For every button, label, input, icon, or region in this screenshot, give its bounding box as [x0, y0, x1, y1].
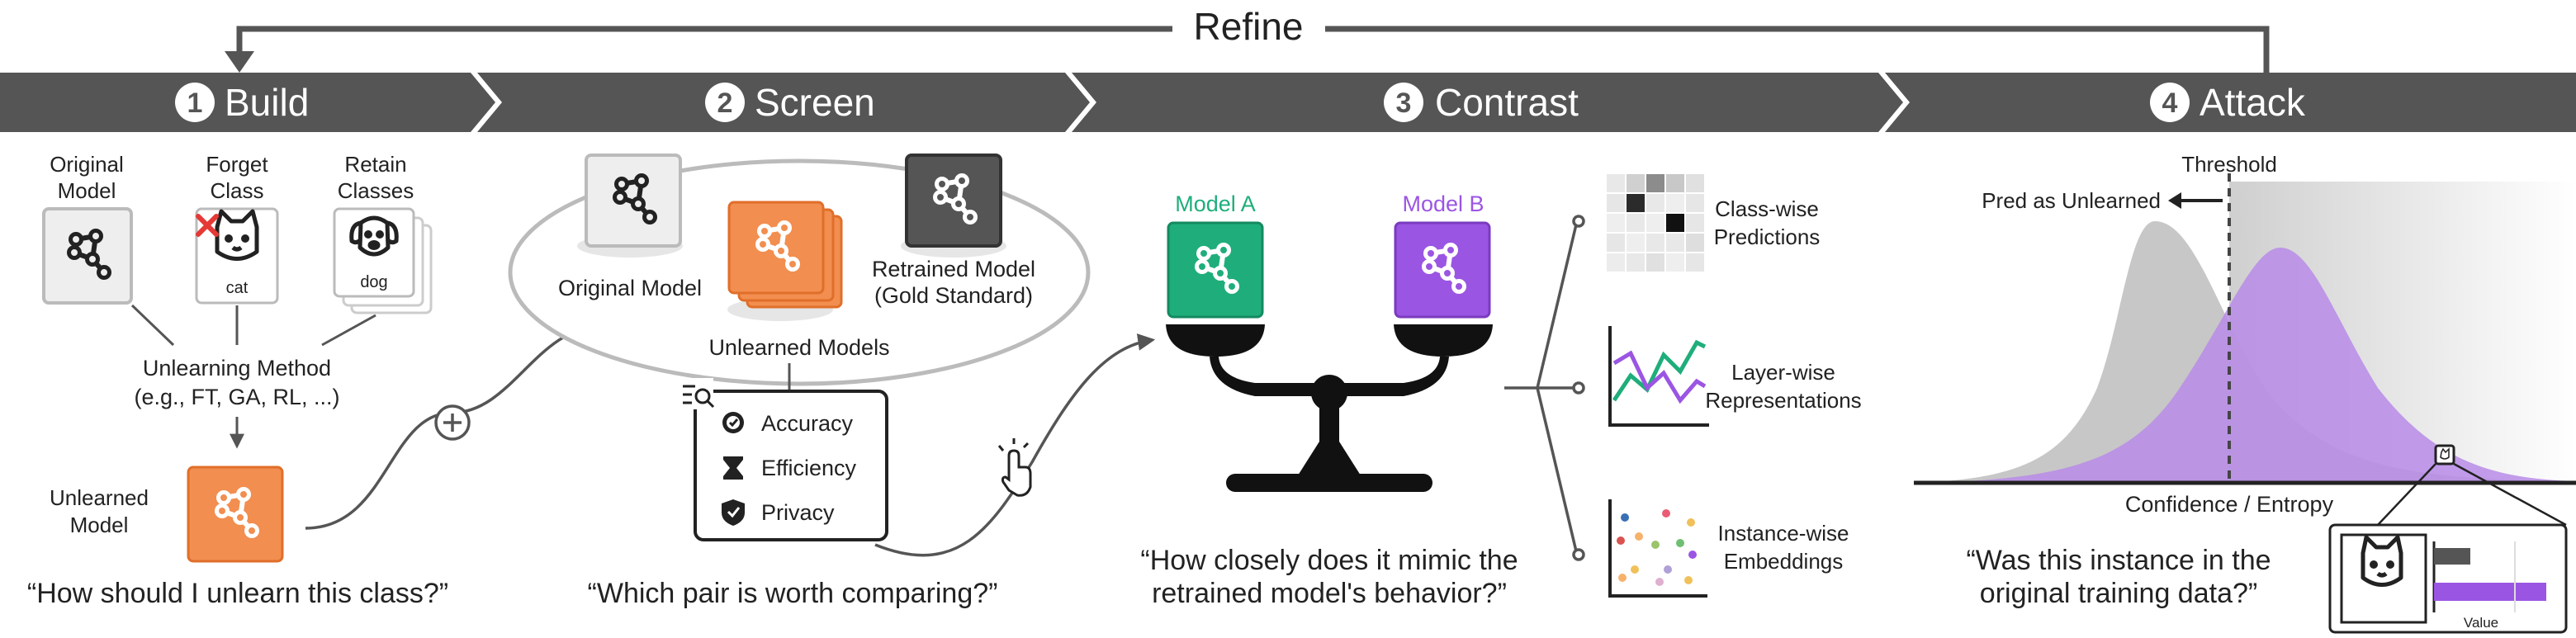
attack-x-label: Confidence / Entropy	[2125, 492, 2334, 517]
model-b-label: Model B	[1402, 191, 1484, 216]
unlearned-model-card	[187, 466, 284, 563]
refine-label: Refine	[1194, 5, 1304, 48]
unlearned-model-label-line2: Model	[70, 513, 129, 537]
view-label-class-wise-line2: Predictions	[1714, 224, 1821, 249]
view-label-instance-wise: Instance-wise	[1718, 521, 1849, 546]
view-connectors	[1504, 215, 1585, 561]
bar-unlearned	[2434, 548, 2470, 565]
dog-icon	[349, 215, 399, 257]
screen-panel: Original Model Unlearned Models Retraine…	[508, 154, 1091, 609]
stage-build: 1 Build	[175, 81, 309, 124]
model-a-card	[1167, 221, 1264, 319]
model-a-label: Model A	[1175, 191, 1256, 216]
instance-callout: Value	[2328, 523, 2568, 634]
contrast-question-line2: retrained model's behavior?”	[1152, 578, 1507, 609]
retain-classes-card: dog	[333, 207, 433, 314]
retain-classes-label-line2: Classes	[338, 178, 414, 203]
target-check-icon	[722, 412, 744, 433]
balance-scale-icon	[1166, 324, 1493, 492]
instance-wise-embeddings-thumbnail	[1608, 499, 1707, 598]
view-label-class-wise: Class-wise	[1715, 196, 1819, 221]
original-model-card: Original Model	[558, 154, 702, 300]
plus-circle-icon	[434, 404, 471, 441]
stage-number: 2	[717, 87, 733, 119]
tap-hand-icon	[997, 438, 1032, 497]
retrained-model-card: Retrained Model (Gold Standard)	[872, 154, 1035, 308]
stage-number: 4	[2162, 87, 2178, 119]
attack-question: “Was this instance in the	[1966, 545, 2271, 576]
stage-title: Build	[225, 81, 309, 124]
unlearned-models-label: Unlearned Models	[708, 335, 889, 360]
original-model-label: Original	[50, 152, 124, 177]
magnifier-list-icon	[680, 378, 715, 409]
screen-to-contrast-arrow	[874, 333, 1156, 557]
cat-icon	[2361, 535, 2403, 587]
forget-class-card: cat	[195, 207, 279, 305]
unlearned-model-label: Unlearned	[50, 485, 149, 510]
contrast-panel: Model A Model B “How closely does it mim…	[1140, 172, 1862, 609]
stage-number: 1	[187, 87, 203, 119]
distribution-retrained	[1915, 248, 2576, 483]
retrained-model-label: Retrained Model	[872, 257, 1035, 281]
metric-efficiency: Efficiency	[761, 456, 857, 480]
stage-contrast: 3 Contrast	[1384, 81, 1579, 124]
stage-title: Screen	[755, 81, 875, 124]
build-to-screen-arrow	[305, 317, 607, 530]
layer-wise-representations-thumbnail	[1608, 326, 1709, 427]
bar-retrained	[2434, 583, 2546, 601]
view-label-layer-wise-line2: Representations	[1705, 388, 1861, 413]
cat-label: cat	[226, 279, 249, 297]
metrics-box: Accuracy Efficiency Privacy	[680, 378, 888, 541]
metric-privacy: Privacy	[761, 500, 835, 525]
model-b-card	[1394, 221, 1491, 319]
stage-attack: 4 Attack	[2150, 81, 2306, 124]
method-label: Unlearning Method	[143, 356, 331, 380]
dog-label: dog	[360, 273, 387, 291]
x-mark-icon	[196, 214, 219, 237]
original-model-card	[42, 207, 133, 305]
build-panel: Original Model Forget Class Retain Class…	[27, 152, 448, 609]
unlearned-models-stack: Unlearned Models	[708, 201, 890, 360]
shield-check-icon	[722, 499, 745, 526]
screen-question: “Which pair is worth comparing?”	[588, 578, 998, 609]
refine-arrow: Refine	[225, 5, 2270, 73]
attack-question-line2: original training data?”	[1980, 578, 2257, 609]
method-examples: (e.g., FT, GA, RL, ...)	[134, 385, 339, 409]
metric-accuracy: Accuracy	[761, 411, 854, 436]
retain-classes-label: Retain	[344, 152, 406, 177]
view-label-layer-wise: Layer-wise	[1731, 360, 1835, 385]
view-label-instance-wise-line2: Embeddings	[1724, 549, 1844, 574]
build-question: “How should I unlearn this class?”	[27, 578, 448, 609]
attack-panel: Threshold Pred as Unlearned Confidence /…	[1914, 152, 2576, 634]
stage-title: Contrast	[1435, 81, 1579, 124]
stage-screen: 2 Screen	[705, 81, 875, 124]
stage-band	[0, 73, 2576, 132]
stage-number: 3	[1396, 87, 1412, 119]
original-model-label-line2: Model	[58, 178, 116, 203]
instance-marker	[2434, 444, 2455, 466]
forget-class-label: Forget	[206, 152, 268, 177]
forget-class-label-line2: Class	[210, 178, 263, 203]
threshold-label: Threshold	[2181, 152, 2277, 177]
original-model-label: Original Model	[558, 276, 702, 300]
callout-value-label: Value	[2464, 615, 2498, 631]
gold-standard-label: (Gold Standard)	[874, 283, 1033, 308]
contrast-question: “How closely does it mimic the	[1140, 545, 1518, 576]
hourglass-icon	[723, 456, 743, 480]
class-wise-predictions-thumbnail	[1605, 172, 1706, 273]
pred-unlearned-label: Pred as Unlearned	[1982, 188, 2161, 213]
stage-title: Attack	[2200, 81, 2306, 124]
cat-icon	[215, 209, 259, 261]
